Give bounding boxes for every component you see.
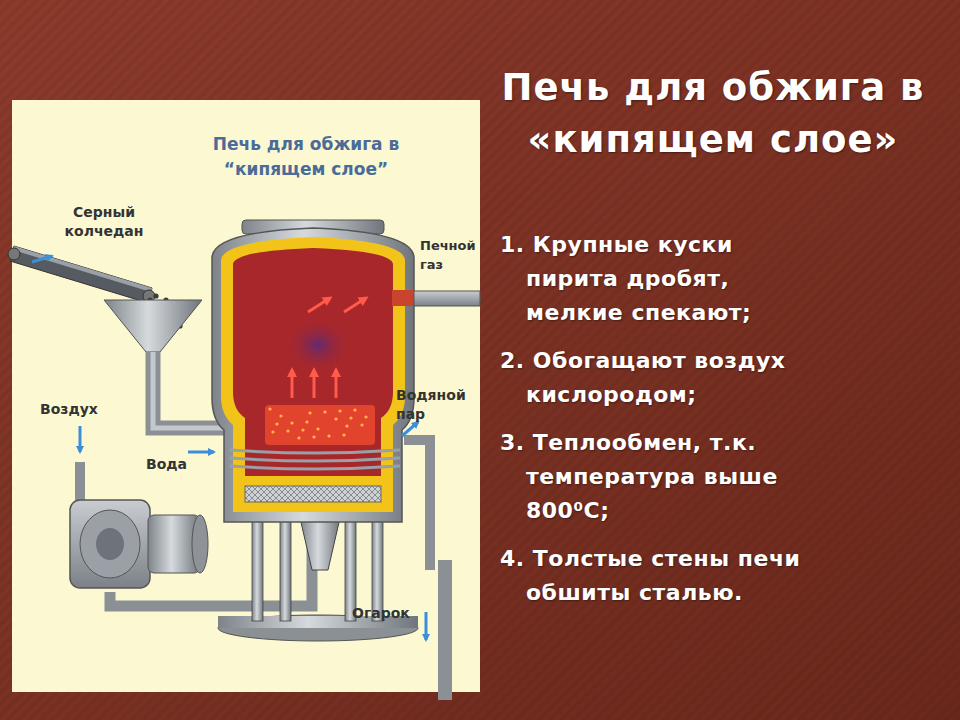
part-label: Водяной пар <box>396 386 474 424</box>
list-item: 2. Обогащают воздух кислородом; <box>500 344 870 412</box>
flow-arrows <box>32 256 426 640</box>
part-label: Воздух <box>40 400 120 419</box>
part-label: Огарок <box>352 604 422 623</box>
part-label: Вода <box>146 455 206 474</box>
heat-exchanger-coil <box>230 450 400 469</box>
furnace-stand <box>218 515 418 641</box>
list-item: 3. Теплообмен, т.к. температура выше 800… <box>500 426 830 528</box>
air-blower <box>70 500 208 588</box>
part-label: Печной газ <box>420 236 478 274</box>
steam-pipe <box>404 440 430 570</box>
gas-flow-arrows <box>292 298 366 398</box>
figure-title: Печь для обжига в “кипящем слое” <box>196 132 416 182</box>
slide-title: Печь для обжига в «кипящем слое» <box>478 62 948 166</box>
list-item: 1. Крупные куски пирита дробят, мелкие с… <box>500 228 780 330</box>
conveyor <box>8 246 155 303</box>
gas-outlet-pipe <box>392 290 480 306</box>
part-label: Серный колчедан <box>58 203 150 241</box>
furnace-body <box>212 220 414 522</box>
feed-hopper <box>104 300 230 428</box>
fluidized-bed <box>265 405 375 445</box>
air-inlet-pipe <box>75 462 85 500</box>
ash-pipe <box>438 560 452 700</box>
list-item: 4. Толстые стены печи обшиты сталью. <box>500 542 880 610</box>
figure-panel <box>12 100 480 692</box>
